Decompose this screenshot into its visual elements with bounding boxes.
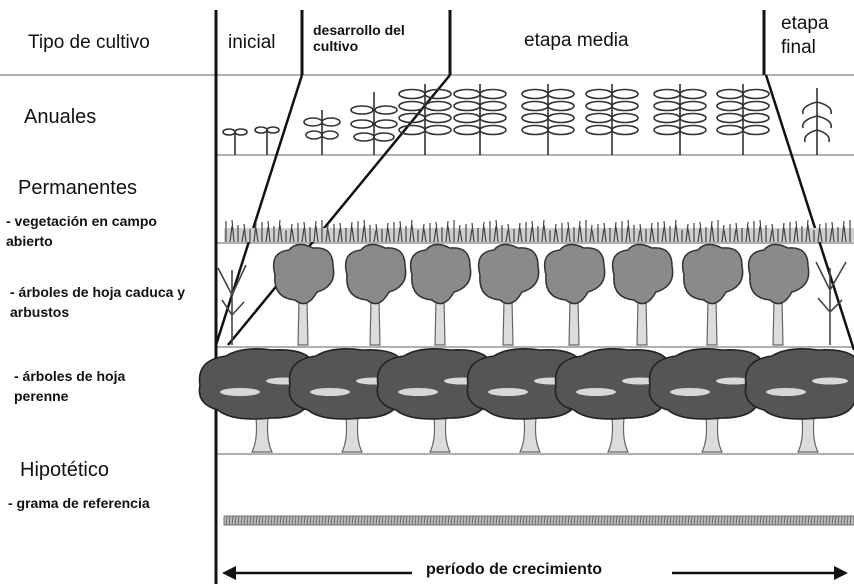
growth-period-label: período de crecimiento	[420, 561, 609, 579]
evergreen-label: - árboles de hoja perenne	[14, 368, 126, 404]
stage-final-header: etapa final	[781, 13, 829, 58]
open-field-label: - vegetación en campo abierto	[6, 213, 157, 249]
growth-period-arrow	[222, 566, 848, 580]
deciduous-tree	[611, 243, 674, 346]
hypothetical-label: Hipotético	[20, 459, 109, 481]
deciduous-tree	[344, 243, 407, 346]
evergreen-trees	[198, 348, 854, 453]
mature-plant	[453, 84, 507, 155]
open-field-grass	[224, 219, 854, 243]
mature-plant	[585, 84, 639, 155]
senescent-plant	[801, 88, 833, 155]
stage-development-header: desarrollo del cultivo	[313, 22, 405, 54]
mature-plant	[398, 84, 452, 155]
bare-shrubs	[217, 261, 847, 345]
evergreen-tree	[744, 348, 854, 453]
reference-grass-label: - grama de referencia	[8, 495, 150, 511]
crop-type-header: Tipo de cultivo	[28, 32, 150, 53]
evergreen-tree	[376, 348, 499, 453]
deciduous-tree	[747, 243, 810, 346]
stage-dividers	[214, 10, 766, 584]
deciduous-label: - árboles de hoja caduca y arbustos	[10, 284, 186, 320]
deciduous-tree	[543, 243, 606, 346]
annual-label: Anuales	[24, 106, 97, 128]
deciduous-tree	[409, 243, 472, 346]
stage-initial-header: inicial	[228, 32, 276, 53]
annual-plants	[222, 92, 398, 155]
deciduous-tree	[272, 243, 335, 346]
mature-plant	[653, 84, 707, 155]
stage-transition-lines	[214, 74, 854, 351]
deciduous-trees	[272, 243, 810, 346]
reference-grass-strip	[223, 515, 854, 526]
evergreen-tree	[554, 348, 677, 453]
permanent-label: Permanentes	[18, 177, 137, 199]
stage-mid-header: etapa media	[524, 30, 629, 51]
deciduous-tree	[477, 243, 540, 346]
deciduous-tree	[681, 243, 744, 346]
mature-plant	[521, 84, 575, 155]
mature-annual-plants	[398, 84, 770, 155]
mature-plant	[716, 84, 770, 155]
